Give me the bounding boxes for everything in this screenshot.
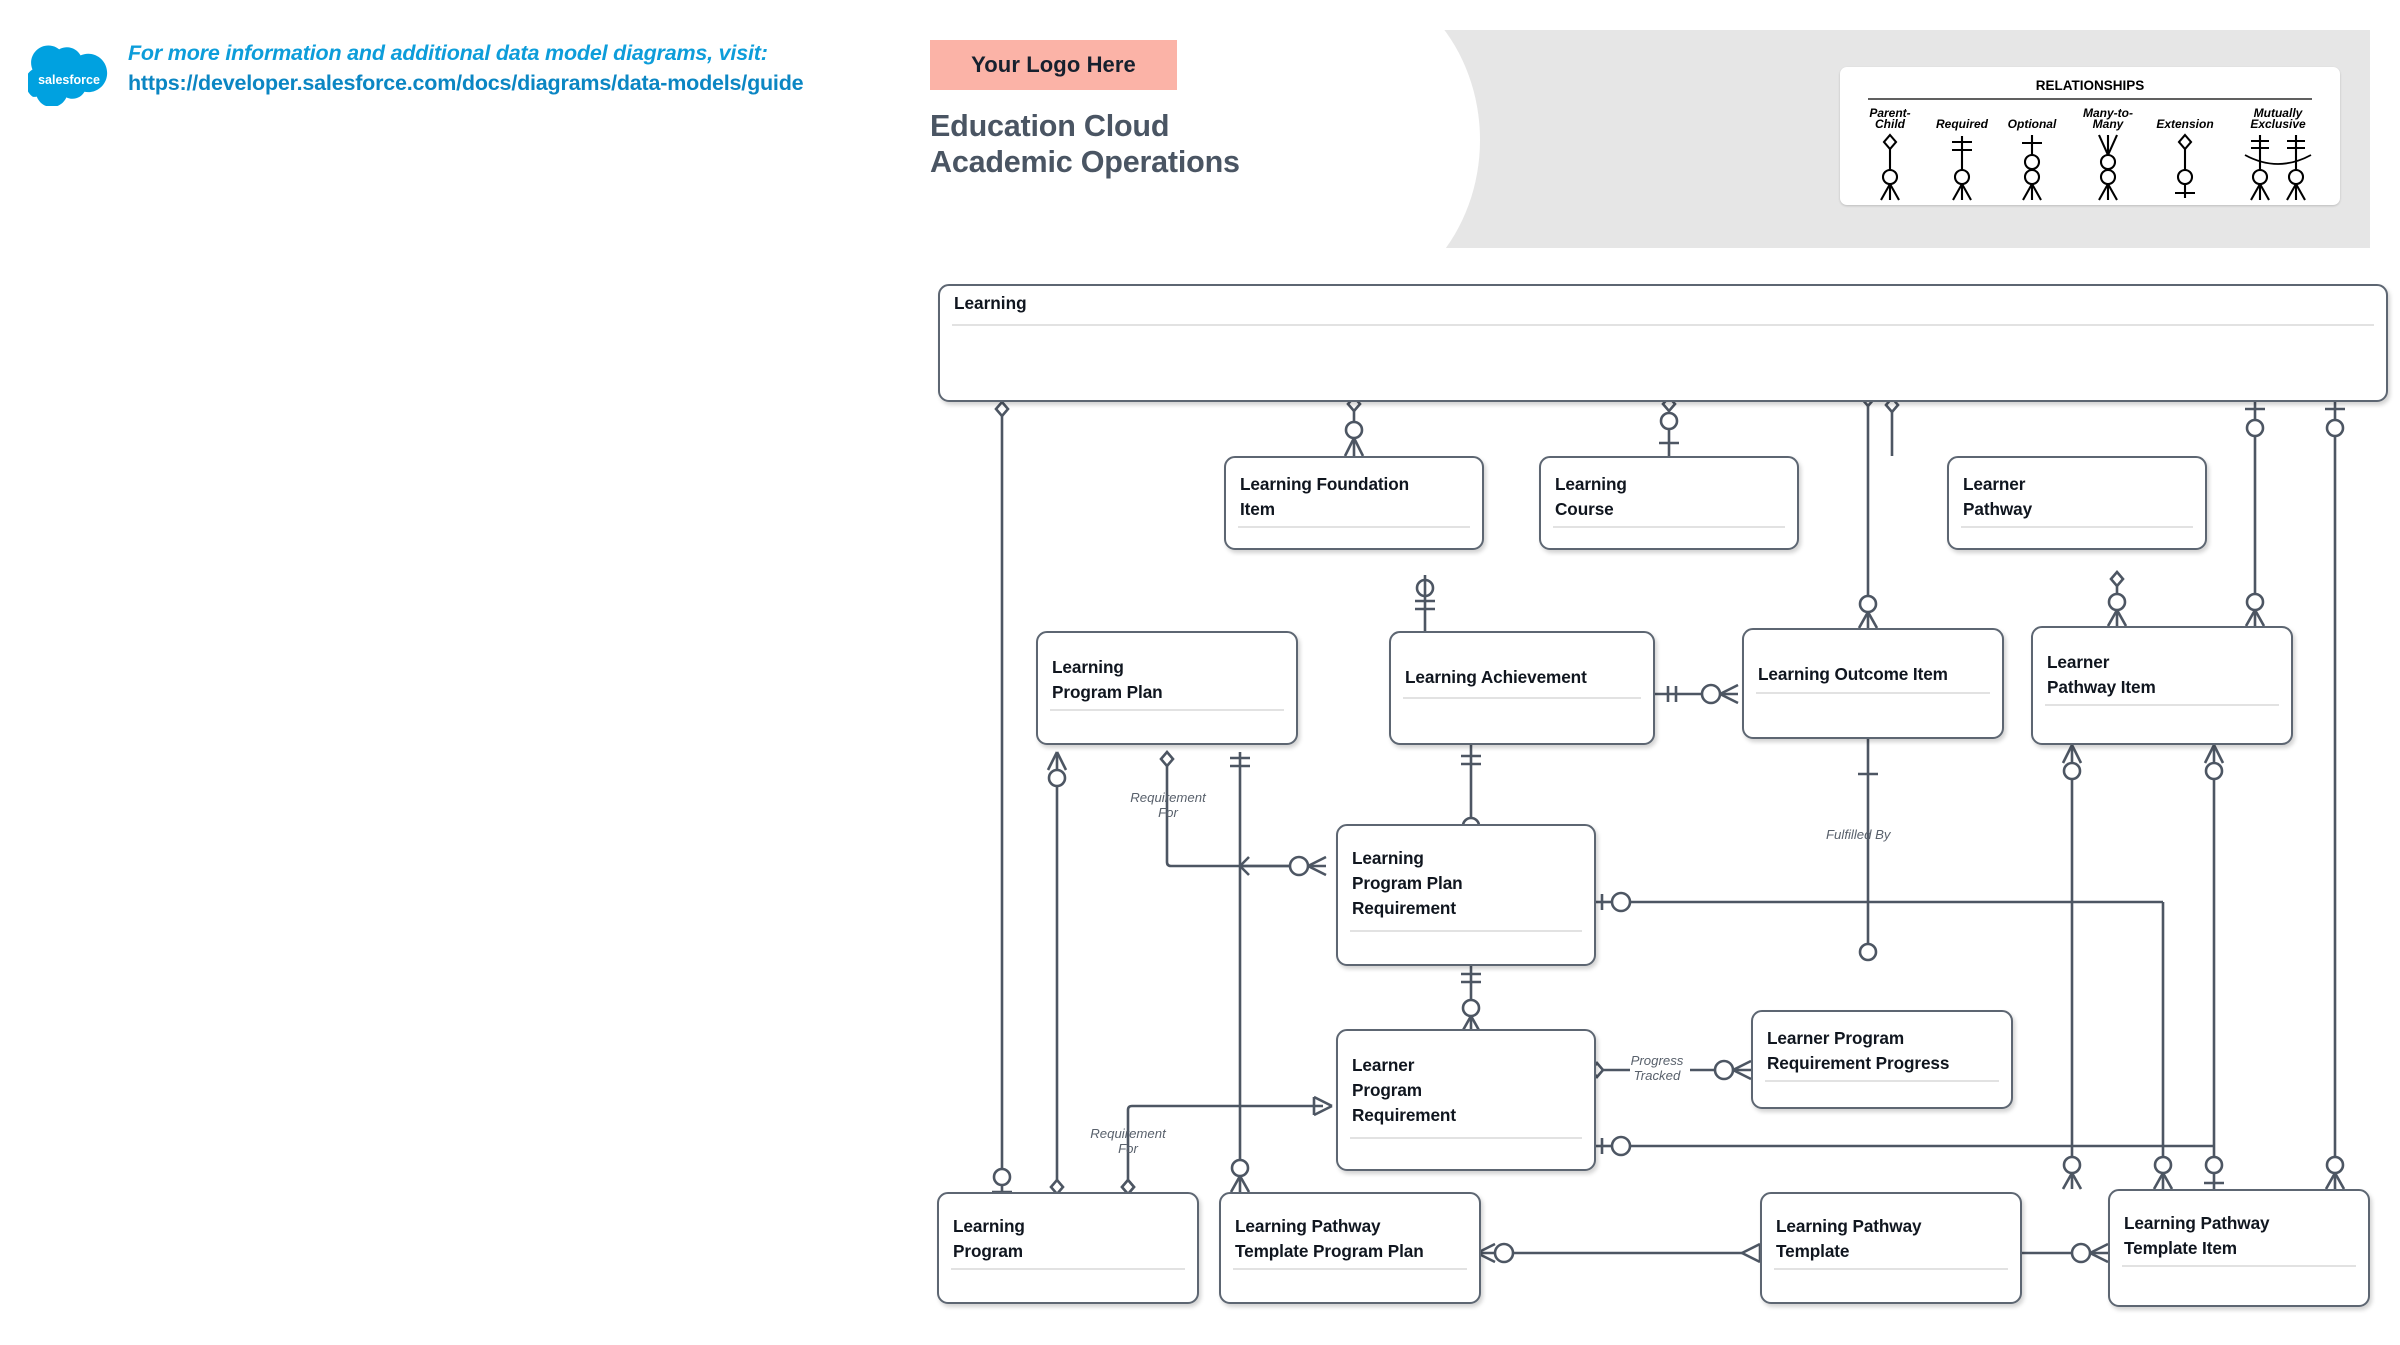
entity-learning-pathway-template-item[interactable]: Learning Pathway Template Item: [2108, 1189, 2370, 1307]
entity-learner-pathway[interactable]: Learner Pathway: [1947, 456, 2207, 550]
entity-title: Learning Program Plan: [1052, 657, 1163, 702]
credit-link[interactable]: https://developer.salesforce.com/docs/di…: [128, 71, 804, 95]
entity-title: Learning Program: [953, 1216, 1025, 1261]
connector-learning-to-learning-program: [992, 400, 1012, 1198]
entity-rule: [1553, 526, 1785, 528]
connector-learning-foundation-item-to-learning-achievement: [1415, 575, 1435, 631]
entity-title: Learning Foundation Item: [1240, 474, 1410, 519]
svg-text:Exclusive: Exclusive: [2250, 117, 2306, 131]
legend-label-many-to-many: Many-to-: [2083, 106, 2133, 120]
relationship-label-progress-tracked: Progress Tracked: [1630, 1053, 1684, 1083]
connector-learning-outcome-item-fulfilled-by: [1858, 739, 1878, 962]
entity-rule: [1774, 1268, 2008, 1270]
entity-rule: [1756, 692, 1990, 694]
legend-heading: RELATIONSHIPS: [2036, 78, 2145, 93]
salesforce-wordmark: salesforce: [38, 73, 100, 87]
connector-lpr-right-to-pathway-item-col: [1596, 1135, 2224, 1189]
entity-learning-course[interactable]: Learning Course: [1539, 456, 1799, 550]
legend-label-required: Required: [1936, 117, 1989, 131]
connector-learning-to-learning-outcome-item: [1857, 390, 1879, 629]
connector-lppr-right-to-template-item: [1596, 891, 2174, 1190]
connector-lppr-left-arrow: [1239, 855, 1327, 877]
entity-group-learning-label: Learning: [954, 293, 1027, 313]
entity-learning-pathway-template-program-plan[interactable]: Learning Pathway Template Program Plan: [1219, 1192, 1481, 1304]
entity-rule: [1765, 1080, 1999, 1082]
entity-learner-program-requirement-progress[interactable]: Learner Program Requirement Progress: [1751, 1010, 2013, 1109]
legend-item-many-to-many: Many-to- Many: [2083, 106, 2133, 201]
connector-learning-to-learner-pathway-item-a: [2244, 402, 2266, 627]
logo-placeholder-box: Your Logo Here: [930, 40, 1177, 90]
entity-title: Learner Pathway Item: [2047, 652, 2156, 697]
connector-learner-pathway-item-right-down: [2203, 744, 2225, 1146]
svg-text:Child: Child: [1875, 117, 1906, 131]
entity-rule: [1233, 1268, 1467, 1270]
legend-item-optional: Optional: [2008, 117, 2057, 201]
connector-learner-pathway-item-left-down: [2061, 744, 2083, 1190]
entity-learning-program-plan[interactable]: Learning Program Plan: [1036, 631, 1298, 745]
entity-group-learning[interactable]: Learning: [938, 284, 2388, 402]
connector-learner-pathway-to-learner-pathway-item: [2106, 570, 2128, 627]
entity-rule: [1350, 1137, 1582, 1139]
entity-rule: [2122, 1265, 2356, 1267]
legend-label-optional: Optional: [2008, 117, 2057, 131]
connector-learning-to-learning-pathway-template-item: [2324, 402, 2346, 1190]
entity-title: Learning Pathway Template Item: [2124, 1213, 2270, 1258]
credit-line-1: For more information and additional data…: [128, 41, 768, 65]
connector-learning-to-learner-pathway: [1884, 396, 1900, 456]
connector-learning-program-plan-to-pathway-template-program-plan: [1229, 752, 1251, 1193]
band-curve-notch: [1330, 30, 1480, 248]
entity-title: Learning Course: [1555, 474, 1627, 519]
entity-learning-program-plan-requirement[interactable]: Learning Program Plan Requirement: [1336, 824, 1596, 966]
connector-lptpp-to-learning-pathway-template: [1476, 1242, 1762, 1264]
relationship-label-fulfilled-by: Fulfilled By: [1826, 827, 1891, 842]
entity-title: Learning Pathway Template Program Plan: [1235, 1216, 1424, 1261]
connector-learning-achievement-to-learning-outcome-item: [1655, 683, 1739, 705]
entity-learner-program-requirement[interactable]: Learner Program Requirement: [1336, 1029, 1596, 1171]
title-line-1: Education Cloud: [930, 109, 1170, 143]
connector-learning-to-learning-foundation-item: [1343, 395, 1365, 457]
legend-item-mutually-exclusive: Mutually Exclusive: [2244, 106, 2312, 201]
legend-label-extension: Extension: [2156, 117, 2213, 131]
entity-rule: [1050, 709, 1284, 711]
connector-learning-program-plan-to-learning-program: [1046, 751, 1068, 1196]
entity-rule: [2045, 704, 2279, 706]
title-line-2: Academic Operations: [930, 145, 1240, 179]
logo-placeholder-label: Your Logo Here: [971, 52, 1136, 77]
salesforce-credit: salesforce For more information and addi…: [28, 38, 808, 118]
entity-title: Learner Pathway: [1963, 474, 2033, 519]
entity-title: Learner Program Requirement: [1352, 1055, 1456, 1125]
entity-learning-pathway-template[interactable]: Learning Pathway Template: [1760, 1192, 2022, 1304]
connector-lppr-to-learner-program-requirement: [1460, 966, 1482, 1033]
connector-learning-program-plan-requirement-for: [1159, 750, 1290, 868]
legend-item-extension: Extension: [2156, 117, 2214, 198]
entity-rule: [1238, 526, 1470, 528]
relationship-label-requirement-for-upper: Requirement For: [1130, 790, 1206, 820]
entity-title: Learner Program Requirement Progress: [1767, 1028, 1950, 1073]
salesforce-logo-icon: salesforce: [28, 45, 108, 106]
entity-rule: [1350, 930, 1582, 932]
entity-title: Learning Outcome Item: [1758, 664, 1948, 684]
page-title: Education Cloud Academic Operations: [930, 108, 1240, 180]
entity-title: Learning Achievement: [1405, 667, 1587, 687]
svg-text:Many: Many: [2093, 117, 2125, 131]
relationship-label-requirement-for-lower: Requirement For: [1090, 1126, 1166, 1156]
connector-lpt-to-lpt-item: [2006, 1242, 2109, 1264]
entity-title: Learning Pathway Template: [1776, 1216, 1922, 1261]
entity-learning-outcome-item[interactable]: Learning Outcome Item: [1742, 628, 2004, 739]
entity-title: Learning Program Plan Requirement: [1352, 848, 1463, 918]
entity-learning-achievement[interactable]: Learning Achievement: [1389, 631, 1655, 745]
entity-learning-program[interactable]: Learning Program: [937, 1192, 1199, 1304]
entity-rule: [1403, 697, 1641, 699]
entity-group-rule: [952, 324, 2374, 326]
legend-item-required: Required: [1936, 117, 1989, 201]
relationships-legend: RELATIONSHIPS Parent- Child Required: [1840, 67, 2340, 205]
entity-rule: [1961, 526, 2193, 528]
entity-learner-pathway-item[interactable]: Learner Pathway Item: [2031, 626, 2293, 745]
legend-label-mutually-exclusive: Mutually: [2254, 106, 2304, 120]
connector-learning-to-learning-course: [1659, 395, 1679, 456]
legend-label-parent-child: Parent-: [1869, 106, 1910, 120]
entity-rule: [951, 1268, 1185, 1270]
legend-item-parent-child: Parent- Child: [1869, 106, 1911, 201]
entity-learning-foundation-item[interactable]: Learning Foundation Item: [1224, 456, 1484, 550]
